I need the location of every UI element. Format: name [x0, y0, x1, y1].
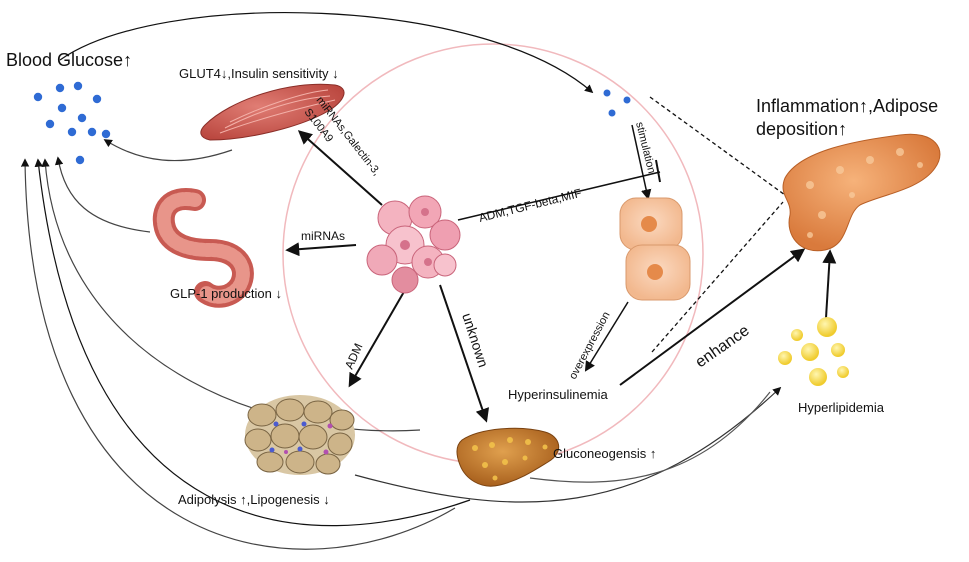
adipolysis-label: Adipolysis ↑,Lipogenesis ↓ [178, 492, 330, 507]
hyperlipidemia-label: Hyperlipidemia [798, 400, 885, 415]
tumor-inhibits-stimulation-line [457, 171, 661, 221]
beta-cell-to-hyperinsulinemia-arrow [584, 301, 629, 372]
gluconeogenesis-label: Gluconeogensis ↑ [553, 446, 656, 461]
dashed-lines [649, 96, 786, 353]
intestine-illustration [152, 188, 254, 308]
liver-to-glucose-curve [34, 158, 471, 527]
lipid-droplets [778, 317, 849, 386]
glucose-to-pancreas-curve [59, 12, 594, 94]
adipose-tissue-illustration [244, 395, 355, 475]
glucose-dots [33, 81, 111, 165]
glucose-to-beta-cell-arrow [631, 124, 652, 201]
bottom-to-glucose-curve [20, 158, 456, 550]
adm-tgf-label: ADM,TGF-beta,MIF [477, 186, 583, 225]
glp1-label: GLP-1 production ↓ [170, 286, 282, 301]
hyperinsulinemia-label: Hyperinsulinemia [508, 387, 608, 402]
muscle-to-glucose-curve [103, 139, 233, 162]
tumor-arrows [285, 124, 837, 423]
unknown-label: unknown [459, 311, 492, 369]
pancreas-illustration [782, 133, 941, 252]
liver-illustration [456, 427, 559, 487]
tumor-to-liver-arrow [439, 284, 490, 423]
beta-cells-illustration [619, 197, 691, 301]
glut4-label: GLUT4↓,Insulin sensitivity ↓ [179, 66, 339, 81]
muscle-illustration [200, 83, 345, 141]
inflammation-label: Inflammation↑,Adipose [756, 96, 938, 116]
inhibition-bar [655, 159, 661, 183]
lipid-to-pancreas-arrow [822, 249, 837, 319]
liver-to-lipid-curve [529, 391, 771, 483]
tumor-cell-cluster [366, 195, 461, 294]
adm-label: ADM [342, 341, 366, 371]
adipose-to-lipid-curve [354, 386, 782, 503]
tumor-to-muscle-arrow [297, 130, 383, 206]
glucose-dots-small [603, 89, 631, 117]
overexpression-label: overexpression [567, 310, 613, 381]
tumor-to-intestine-arrow [285, 242, 357, 257]
mirnas-label: miRNAs [301, 229, 345, 243]
enhance-label: enhance [693, 322, 753, 371]
intestine-to-glucose-curve [54, 156, 151, 233]
blood-glucose-label: Blood Glucose↑ [6, 50, 132, 70]
tumor-to-adipose-arrow [348, 289, 406, 388]
hyperinsulinemia-to-pancreas-arrow [619, 248, 806, 386]
deposition-label: deposition↑ [756, 119, 847, 139]
